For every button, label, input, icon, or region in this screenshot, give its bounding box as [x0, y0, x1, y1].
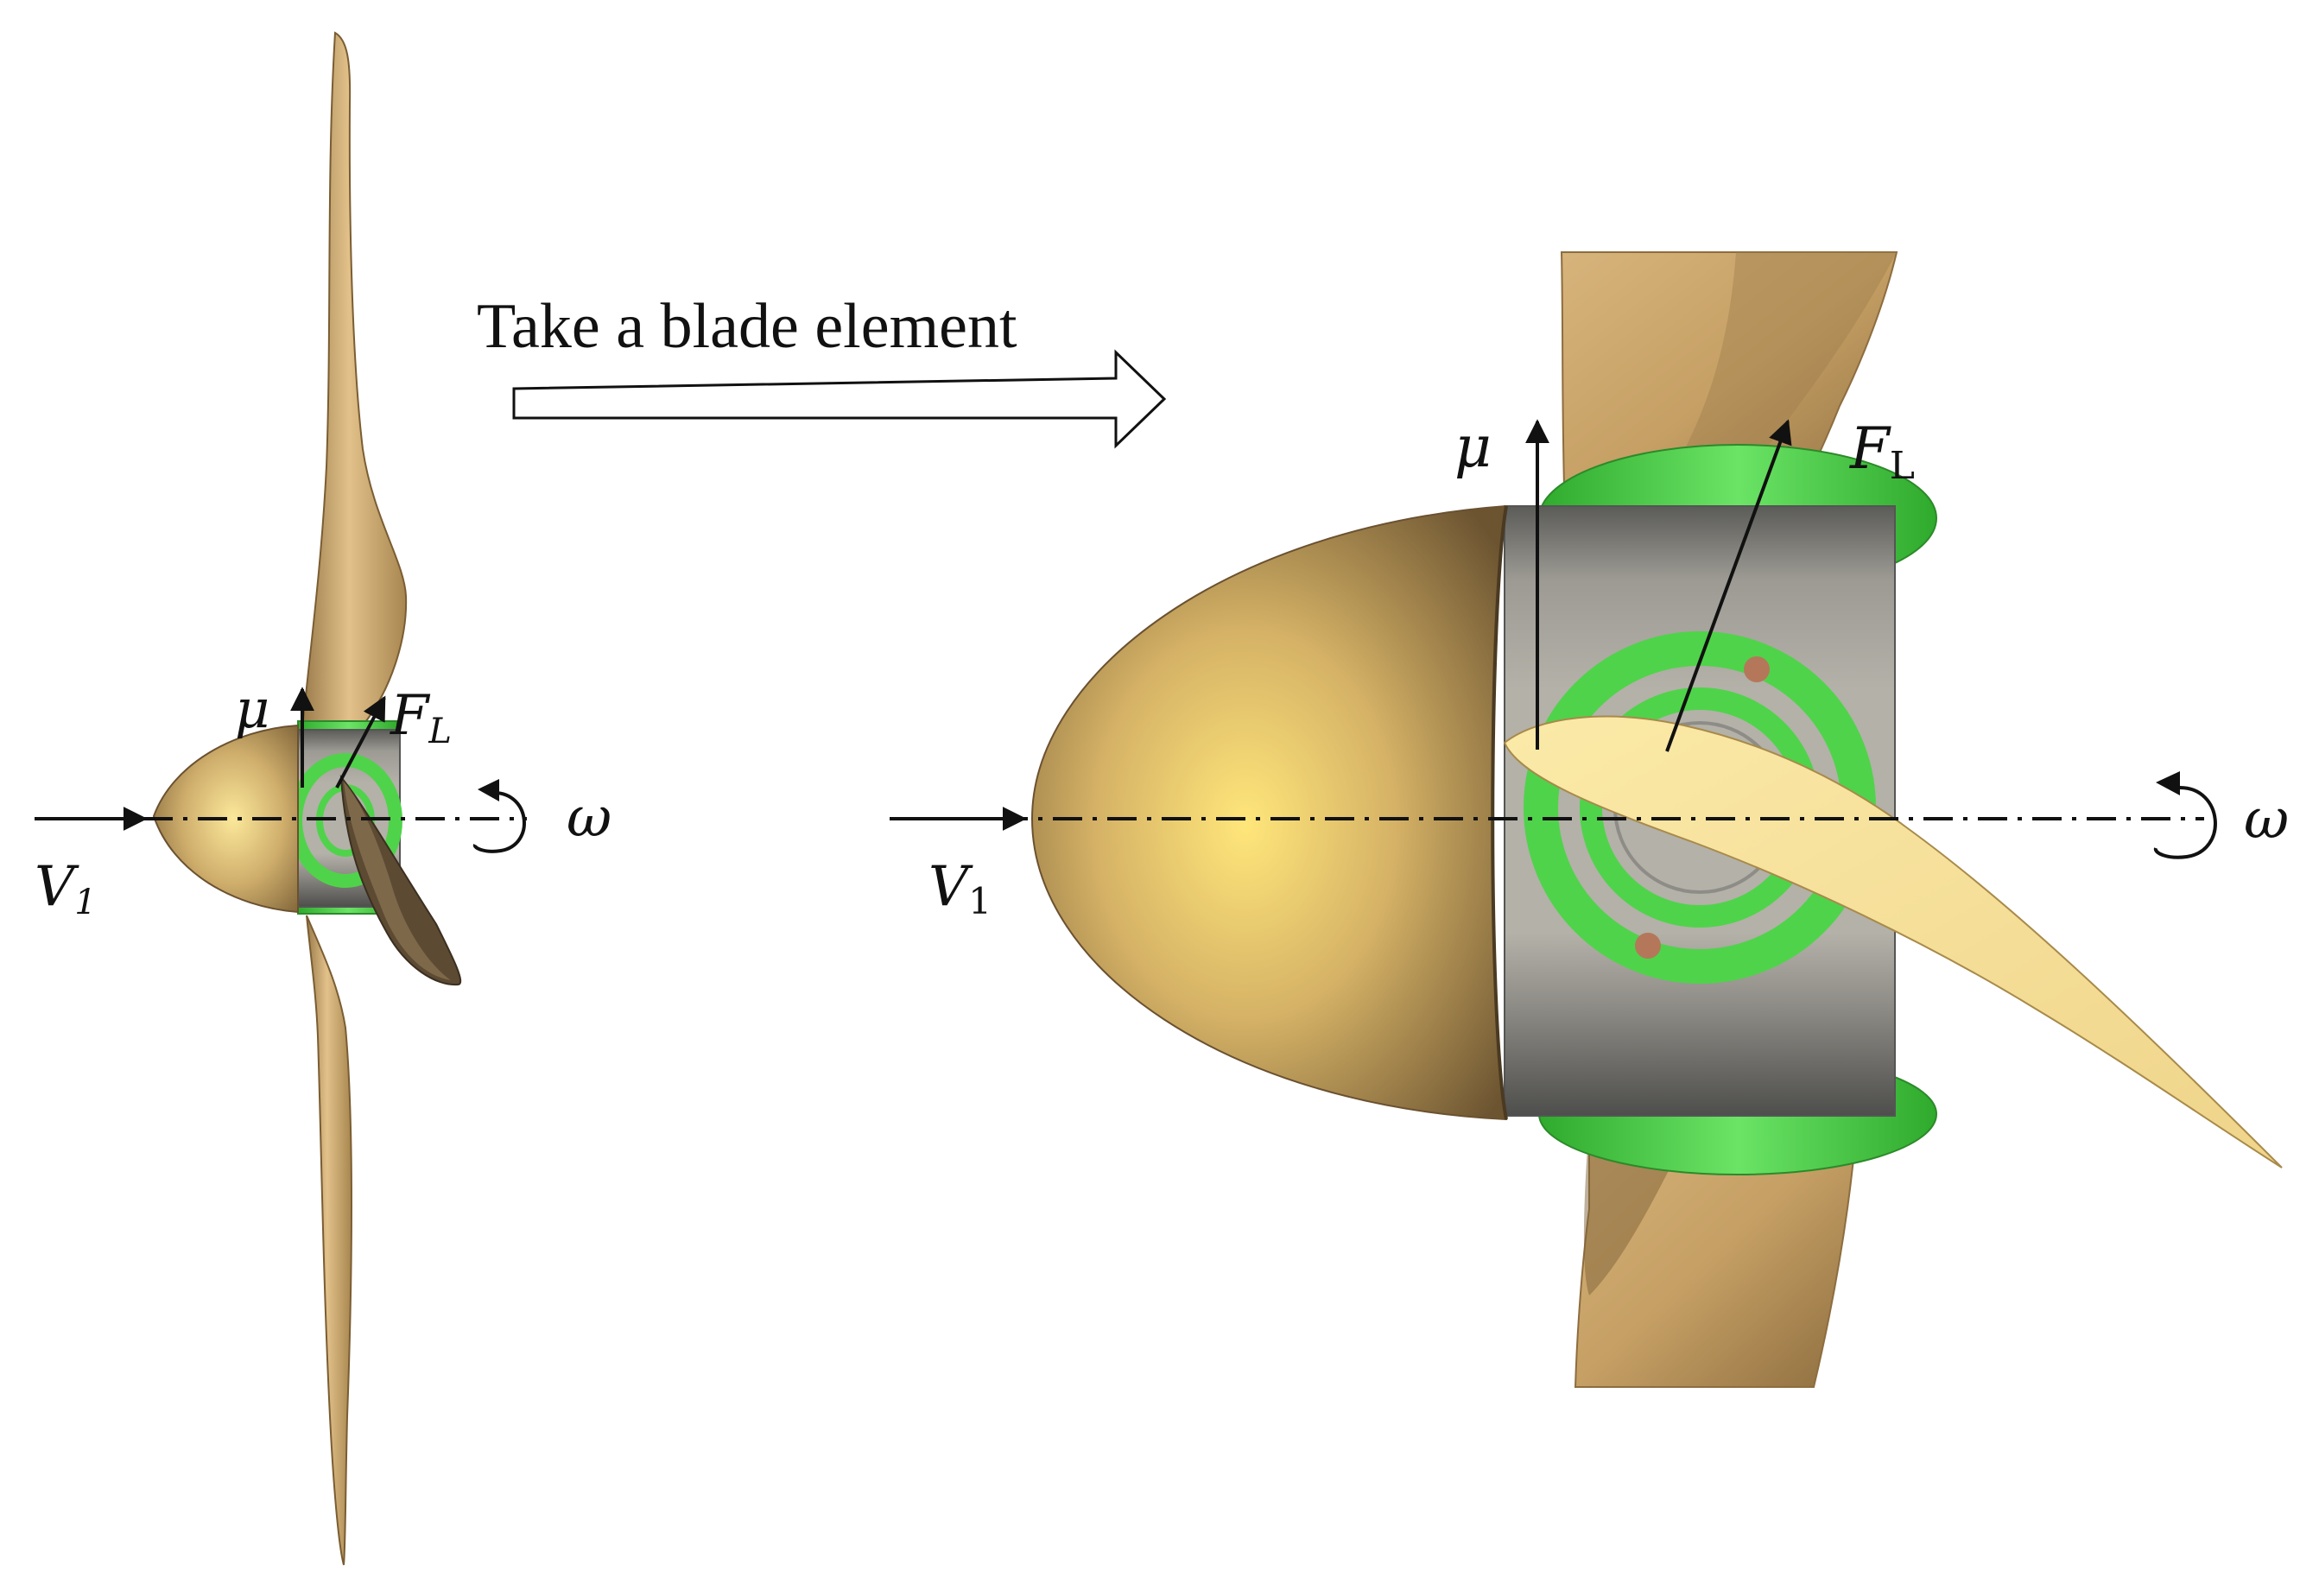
- right-blade-section: [1503, 715, 2283, 1168]
- left-inflow-label: V1: [35, 855, 97, 922]
- right-blade-element-view: V1 μ FL ω: [890, 251, 2289, 1388]
- right-lift-arrow: [1665, 419, 1792, 752]
- left-rotation-arrow: [472, 791, 526, 853]
- caption-text: Take a blade element: [477, 291, 1017, 362]
- right-rotation-arrowhead: [2156, 771, 2180, 795]
- left-lower-blade: [306, 915, 352, 1566]
- left-thrust-label: μ: [235, 677, 269, 740]
- left-front-blade-highlight: [344, 782, 451, 980]
- left-lift-label: FL: [390, 684, 452, 751]
- right-rotation-arrow: [2153, 786, 2217, 859]
- left-rotation-label: ω: [567, 786, 611, 850]
- left-lift-arrow: [335, 695, 386, 788]
- left-upper-blade: [301, 31, 408, 732]
- right-lift-label: FL: [1849, 415, 1915, 488]
- hollow-right-arrow: [512, 349, 1167, 449]
- left-rotation-arrowhead: [478, 779, 499, 801]
- right-hub-pin-bottom: [1635, 933, 1661, 959]
- right-nose-seam: [1491, 505, 1508, 1120]
- right-hub-pin-top: [1744, 656, 1770, 682]
- right-rotation-label: ω: [2244, 788, 2289, 852]
- right-thrust-label: μ: [1454, 414, 1492, 480]
- right-inflow-label: V1: [928, 855, 992, 922]
- left-propeller-view: V1 μ FL ω: [35, 31, 611, 1566]
- transition-annotation: Take a blade element: [477, 291, 1167, 449]
- right-nose-cone: [1030, 504, 1508, 1121]
